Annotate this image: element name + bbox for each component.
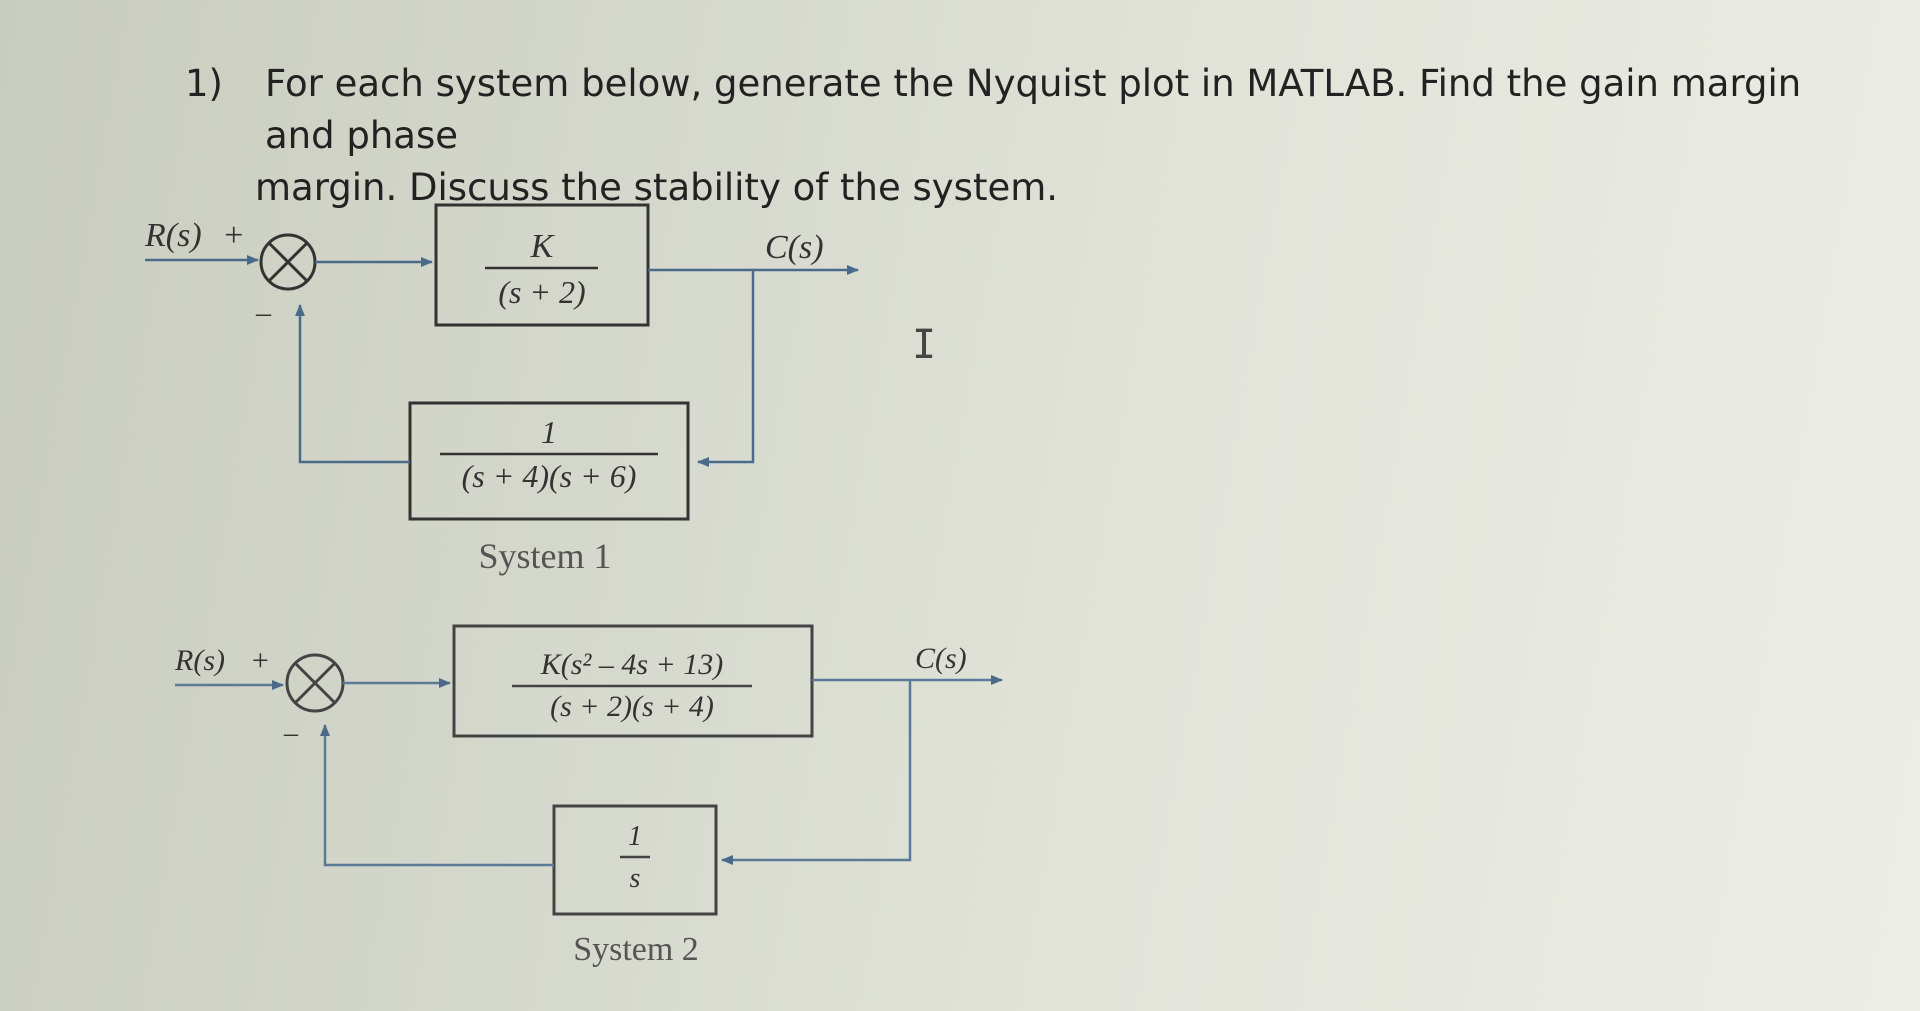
sys2-output-label: C(s) [915, 642, 967, 675]
sys2-feedback-return [320, 724, 554, 867]
question-line-2: margin. Discuss the stability of the sys… [255, 165, 1059, 209]
text-cursor-icon: I [912, 322, 936, 368]
sys2-summing-junction [285, 653, 345, 713]
sys2-feedback-denominator: s [630, 863, 641, 894]
sys1-feedback-numerator: 1 [541, 414, 557, 450]
sys1-forward-numerator: K [530, 228, 556, 265]
sys1-feedback-sign: – [255, 296, 272, 329]
question-line-1: For each system below, generate the Nyqu… [265, 62, 1802, 157]
sys1-feedback-return [295, 304, 410, 464]
sys1-forward-block [434, 203, 650, 327]
system-2-labels: R(s) + – C(s) K(s² – 4s + 13) (s + 2)(s … [174, 642, 967, 968]
sys1-feedback-pickoff [697, 270, 755, 467]
sys2-feedback-block [552, 804, 718, 916]
sys2-feedback-numerator: 1 [628, 821, 642, 852]
sys2-forward-denominator: (s + 2)(s + 4) [550, 690, 714, 723]
question-number: 1) [185, 62, 223, 105]
system-1-diagram [145, 203, 859, 521]
sys2-input-label: R(s) [174, 644, 225, 677]
sys2-input-sign: + [250, 644, 270, 677]
sys2-caption: System 2 [573, 931, 699, 968]
sys2-feedback-pickoff [721, 680, 912, 865]
system-2-diagram [175, 624, 1003, 916]
sys1-caption: System 1 [478, 536, 611, 576]
sys2-forward-numerator: K(s² – 4s + 13) [540, 648, 724, 681]
sys1-input-label: R(s) [144, 217, 202, 254]
sys2-feedback-sign: – [283, 718, 299, 749]
question-text: 1) For each system below, generate the N… [185, 58, 1865, 213]
sys1-output-label: C(s) [765, 229, 824, 266]
sys1-forward-denominator: (s + 2) [498, 274, 585, 310]
sys1-feedback-denominator: (s + 4)(s + 6) [462, 458, 637, 494]
system-1-labels: R(s) + – C(s) K (s + 2) 1 (s + 4)(s + 6)… [144, 217, 824, 576]
sys1-summing-junction [259, 233, 317, 291]
sys1-input-sign: + [222, 217, 245, 254]
